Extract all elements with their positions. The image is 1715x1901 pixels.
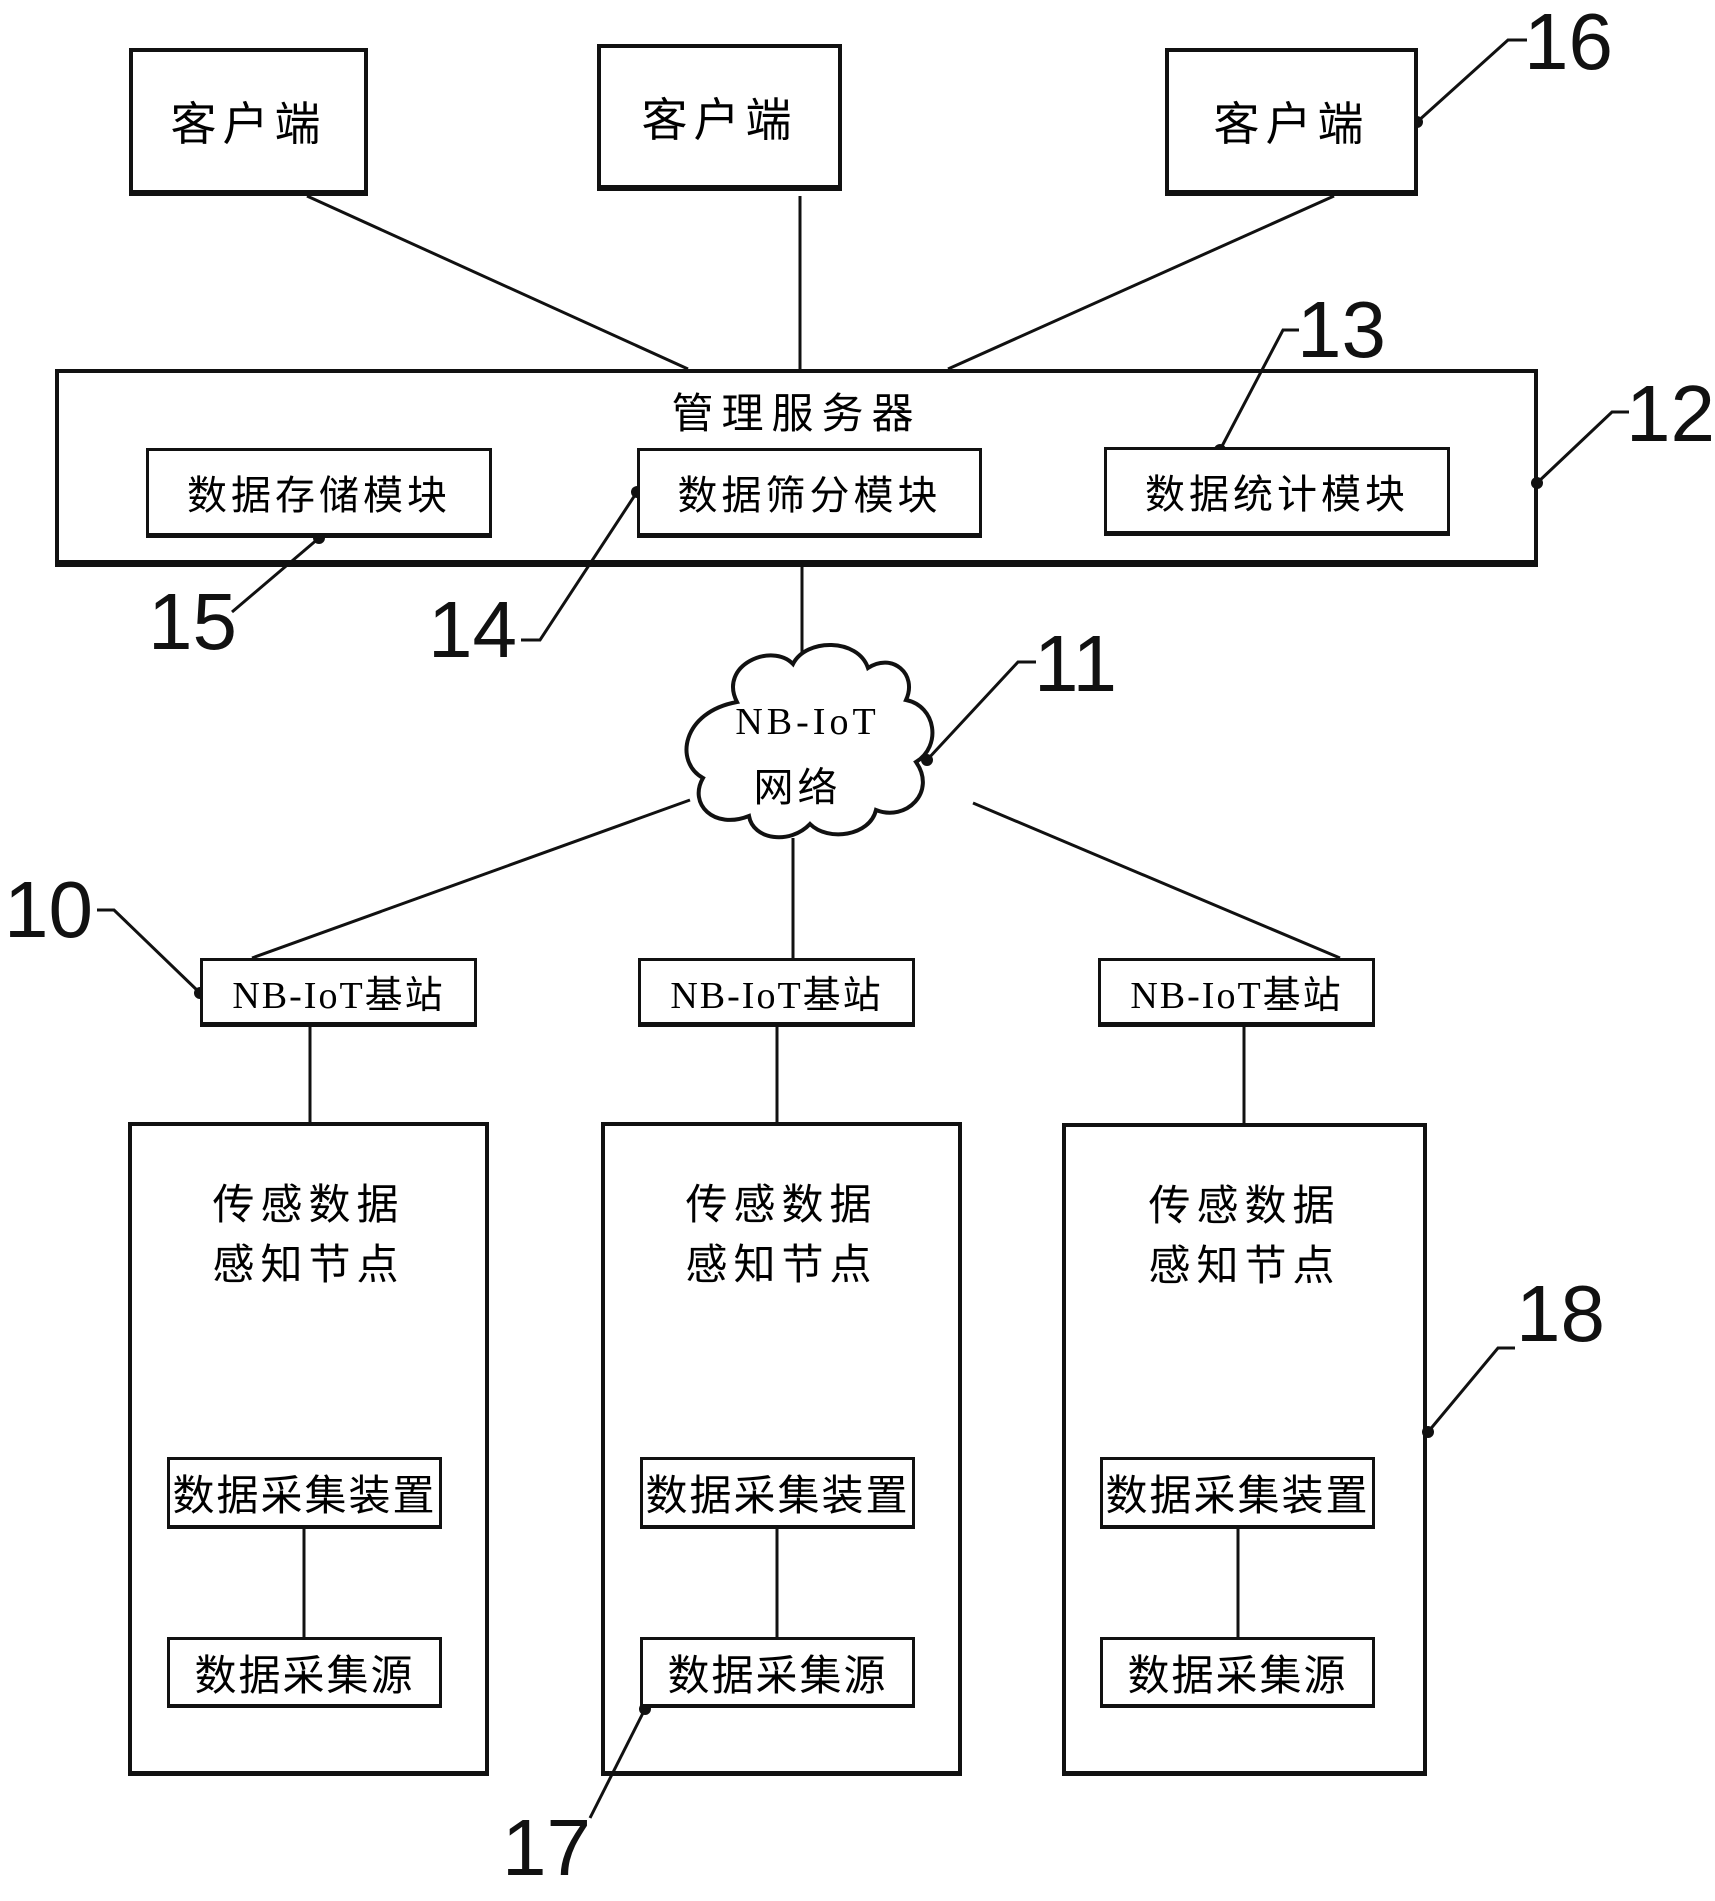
cloud-label-line2: 网络 bbox=[753, 765, 842, 810]
sensor-node-title-line2: 感知节点 bbox=[1148, 1244, 1341, 1290]
client-label: 客户端 bbox=[170, 99, 327, 150]
leader-18 bbox=[1426, 1346, 1515, 1433]
nbiot-cloud-shape bbox=[684, 643, 935, 840]
client-label: 客户端 bbox=[1213, 99, 1370, 150]
ref-label-17: 17 bbox=[502, 1803, 591, 1892]
ref-label-10: 10 bbox=[4, 865, 93, 954]
data-collection-source-box-2: 数据采集源 bbox=[640, 1637, 915, 1708]
data-collection-source-label: 数据采集源 bbox=[667, 1653, 888, 1700]
sensor-node-title-line1: 传感数据 bbox=[212, 1183, 405, 1229]
client-label: 客户端 bbox=[641, 94, 798, 146]
ref-label-11: 11 bbox=[1034, 619, 1118, 708]
data-collection-source-label: 数据采集源 bbox=[1127, 1653, 1348, 1700]
sensor-node-title-line1: 传感数据 bbox=[685, 1183, 878, 1229]
leader-10 bbox=[97, 908, 202, 995]
cloud-label-line1: NB-IoT bbox=[735, 701, 880, 743]
sensor-node-box-2: 传感数据 感知节点 bbox=[601, 1122, 962, 1776]
module-data-statistics: 数据统计模块 bbox=[1104, 447, 1450, 536]
sensor-node-title: 传感数据 感知节点 bbox=[1066, 1177, 1423, 1297]
leader-17 bbox=[588, 1708, 647, 1819]
wire-cloud-bstation1 bbox=[251, 798, 691, 960]
module-label: 数据统计模块 bbox=[1145, 471, 1409, 517]
base-station-label: NB-IoT基站 bbox=[670, 975, 883, 1017]
module-data-storage: 数据存储模块 bbox=[146, 448, 492, 538]
ref-label-14: 14 bbox=[428, 585, 517, 674]
sensor-node-box-3: 传感数据 感知节点 bbox=[1062, 1123, 1427, 1776]
client-box-1: 客户端 bbox=[129, 48, 368, 196]
wire-cloud-bstation3 bbox=[972, 801, 1341, 960]
data-collection-device-box-1: 数据采集装置 bbox=[167, 1457, 442, 1529]
sensor-node-title: 传感数据 感知节点 bbox=[605, 1176, 958, 1296]
wire-client3-server bbox=[947, 194, 1335, 371]
data-collection-source-box-3: 数据采集源 bbox=[1100, 1637, 1375, 1708]
data-collection-device-label: 数据采集装置 bbox=[172, 1474, 437, 1520]
leader-15 bbox=[231, 536, 320, 614]
base-station-box-1: NB-IoT基站 bbox=[200, 958, 477, 1027]
base-station-box-3: NB-IoT基站 bbox=[1098, 958, 1375, 1027]
base-station-label: NB-IoT基站 bbox=[1130, 975, 1343, 1017]
ref-label-15: 15 bbox=[148, 577, 237, 666]
leader-14 bbox=[521, 491, 639, 642]
wire-client1-server bbox=[306, 194, 689, 371]
leader-16 bbox=[1415, 38, 1527, 124]
sensor-node-title-line2: 感知节点 bbox=[685, 1243, 878, 1289]
leader-13 bbox=[1218, 328, 1299, 451]
ref-label-12: 12 bbox=[1626, 369, 1715, 458]
data-collection-device-label: 数据采集装置 bbox=[645, 1474, 910, 1520]
sensor-node-title: 传感数据 感知节点 bbox=[132, 1176, 485, 1296]
data-collection-device-box-2: 数据采集装置 bbox=[640, 1457, 915, 1529]
sensor-node-title-line1: 传感数据 bbox=[1148, 1184, 1341, 1230]
management-server-box bbox=[55, 369, 1538, 567]
client-box-3: 客户端 bbox=[1165, 48, 1418, 196]
data-collection-source-box-1: 数据采集源 bbox=[167, 1637, 442, 1708]
data-collection-source-label: 数据采集源 bbox=[194, 1653, 415, 1700]
leader-12 bbox=[1535, 410, 1629, 485]
ref-label-13: 13 bbox=[1297, 285, 1386, 374]
base-station-box-2: NB-IoT基站 bbox=[638, 958, 915, 1027]
data-collection-device-box-3: 数据采集装置 bbox=[1100, 1457, 1375, 1529]
ref-label-18: 18 bbox=[1516, 1269, 1605, 1358]
management-server-title: 管理服务器 bbox=[671, 392, 922, 438]
data-collection-device-label: 数据采集装置 bbox=[1105, 1474, 1370, 1520]
ref-label-16: 16 bbox=[1524, 0, 1613, 86]
module-data-sifting: 数据筛分模块 bbox=[637, 448, 982, 538]
base-station-label: NB-IoT基站 bbox=[232, 975, 445, 1017]
client-box-2: 客户端 bbox=[597, 44, 842, 191]
leader-11 bbox=[925, 660, 1036, 762]
module-label: 数据筛分模块 bbox=[677, 473, 942, 518]
module-label: 数据存储模块 bbox=[187, 473, 451, 518]
sensor-node-box-1: 传感数据 感知节点 bbox=[128, 1122, 489, 1776]
sensor-node-title-line2: 感知节点 bbox=[212, 1243, 405, 1289]
